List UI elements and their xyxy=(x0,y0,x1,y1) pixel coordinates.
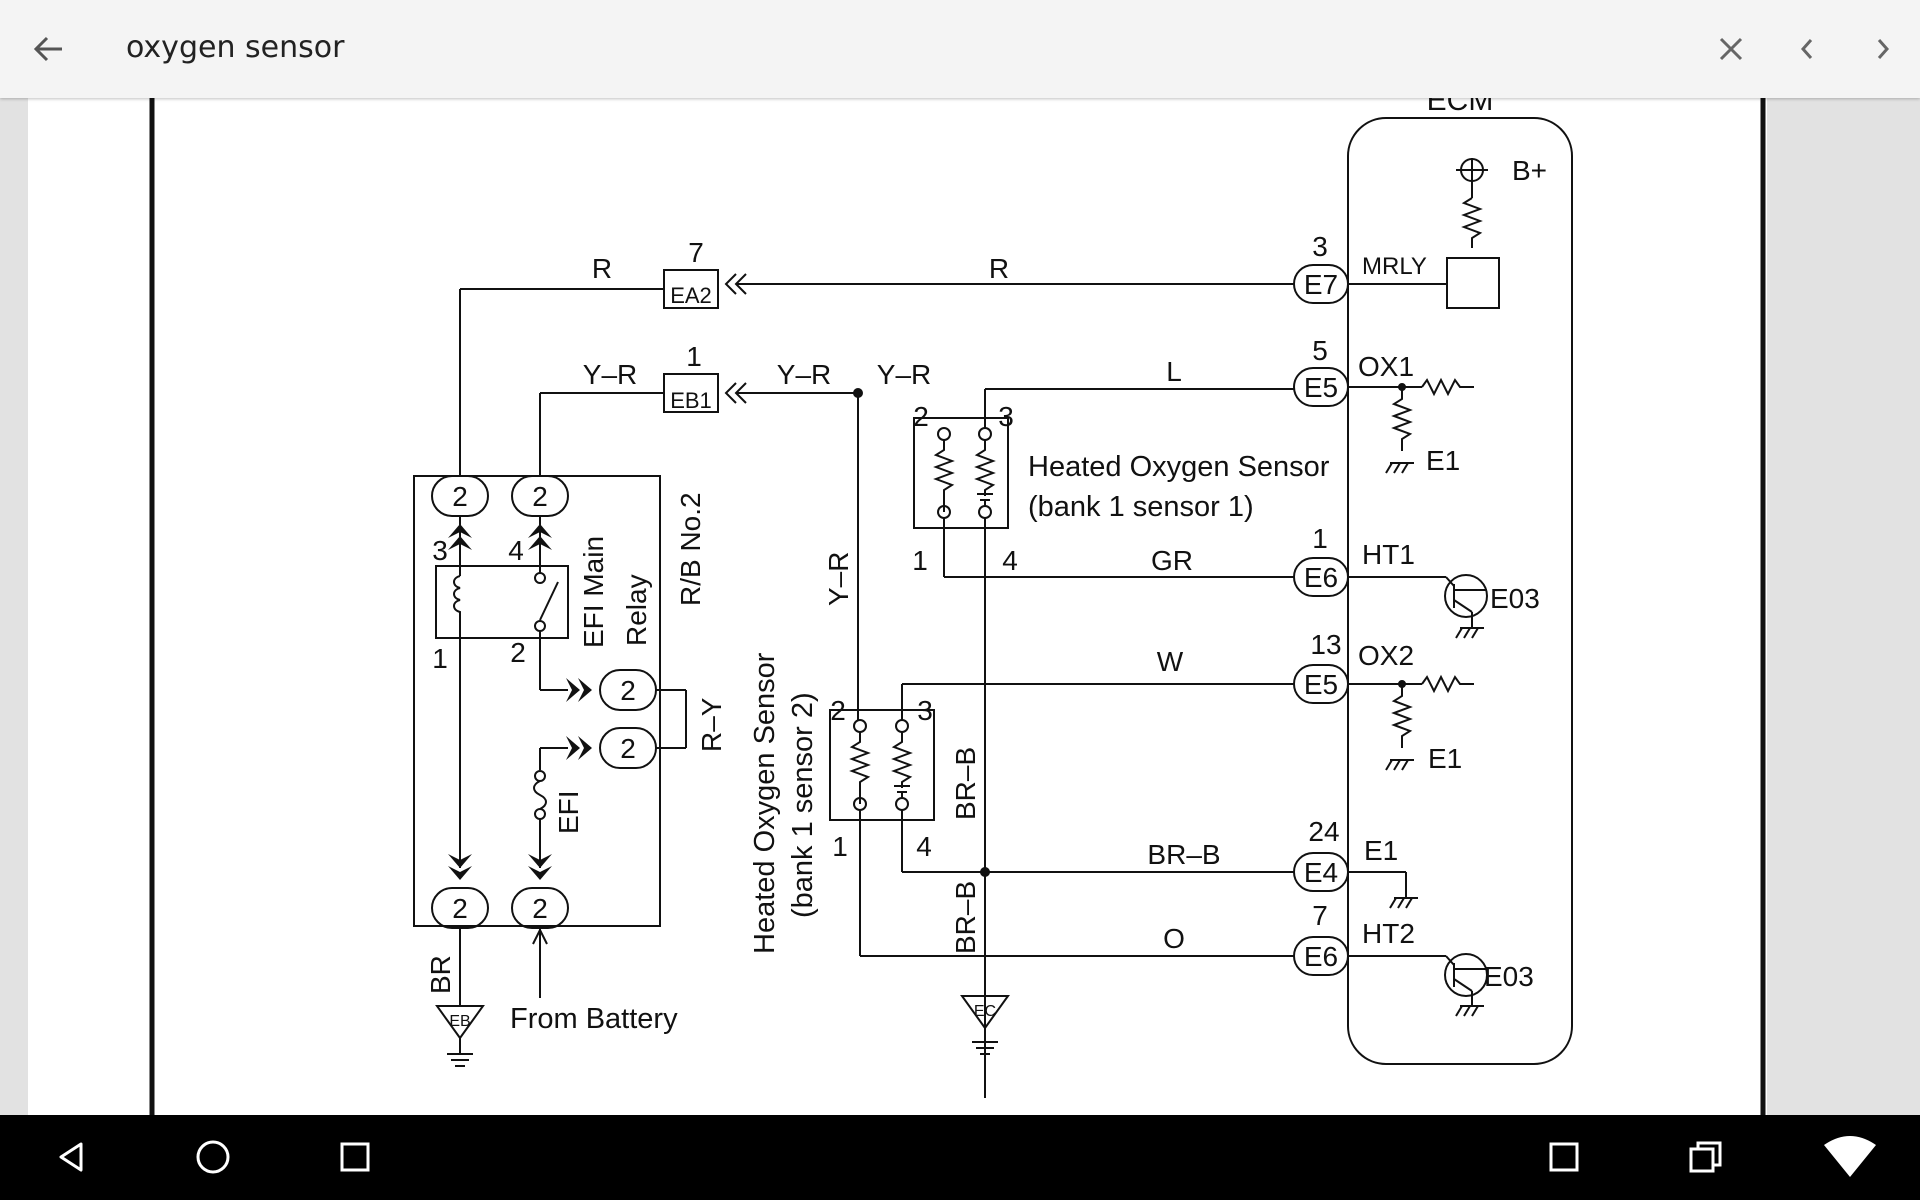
close-icon xyxy=(1719,37,1743,61)
wire-o: O xyxy=(1163,923,1185,954)
wire-yr-left: Y–R xyxy=(583,359,637,390)
e1-label-2: E1 xyxy=(1428,743,1462,774)
pin-e7-num: 3 xyxy=(1312,231,1328,262)
wire-w: W xyxy=(1157,646,1184,677)
e03-label-1: E03 xyxy=(1490,583,1540,614)
pin-e5a: E5 xyxy=(1304,372,1338,403)
find-toolbar: oxygen sensor xyxy=(0,0,1920,98)
relay-label-line2: Relay xyxy=(621,574,652,646)
pin-e6b: E6 xyxy=(1304,941,1338,972)
close-search-button[interactable] xyxy=(1704,22,1758,76)
sensor1-line1: Heated Oxygen Sensor xyxy=(1028,451,1330,483)
sensor2-line2: (bank 1 sensor 2) xyxy=(787,692,819,918)
relay-pin3: 3 xyxy=(432,535,448,566)
document-viewer[interactable]: ECM B+ MRLY OX1 E1 HT1 E03 OX2 E1 E1 HT2… xyxy=(0,98,1920,1115)
nav-back-icon xyxy=(59,1142,83,1172)
wire-yr-vertical: Y–R xyxy=(823,552,854,606)
b-plus-label: B+ xyxy=(1512,155,1547,186)
mrly-label: MRLY xyxy=(1362,253,1427,280)
s2-pin3: 3 xyxy=(917,695,933,726)
wifi-status xyxy=(1820,1127,1880,1187)
ht2-label: HT2 xyxy=(1362,918,1415,949)
s2-pin4: 4 xyxy=(916,831,932,862)
pin-e6a-num: 1 xyxy=(1312,523,1328,554)
ox2-label: OX2 xyxy=(1358,640,1414,671)
pin-e4: E4 xyxy=(1304,857,1338,888)
e1-label-3: E1 xyxy=(1364,835,1398,866)
wire-gr: GR xyxy=(1151,545,1193,576)
terminal-2-e: 2 xyxy=(452,893,468,924)
search-query-text[interactable]: oxygen sensor xyxy=(126,30,345,65)
conn-eb1-num: 1 xyxy=(686,341,702,372)
efi-fuse-label: EFI xyxy=(553,790,584,834)
wire-r-right: R xyxy=(989,253,1009,284)
s1-pin4: 4 xyxy=(1002,545,1018,576)
relay-pin1: 1 xyxy=(432,643,448,674)
terminal-2-d: 2 xyxy=(620,733,636,764)
s2-pin1: 1 xyxy=(832,831,848,862)
conn-eb1: EB1 xyxy=(670,388,712,413)
next-match-button[interactable] xyxy=(1856,22,1910,76)
relay-pin2: 2 xyxy=(510,637,526,668)
s1-pin2: 2 xyxy=(913,401,929,432)
system-navigation-bar xyxy=(0,1115,1920,1200)
ox1-label: OX1 xyxy=(1358,351,1414,382)
s1-pin3: 3 xyxy=(998,401,1014,432)
s1-pin1: 1 xyxy=(912,545,928,576)
e1-label-1: E1 xyxy=(1426,445,1460,476)
chevron-left-icon xyxy=(1800,39,1813,59)
wifi-icon xyxy=(1824,1136,1876,1177)
pin-e6b-num: 7 xyxy=(1312,900,1328,931)
chevron-right-icon xyxy=(1877,39,1890,59)
relay-label-line1: EFI Main xyxy=(578,536,609,648)
ht1-label: HT1 xyxy=(1362,539,1415,570)
pin-e5a-num: 5 xyxy=(1312,335,1328,366)
wire-brb-horizontal: BR–B xyxy=(1147,839,1220,870)
from-battery-label: From Battery xyxy=(510,1003,678,1035)
nav-home-icon xyxy=(196,1140,230,1174)
pin-e5b: E5 xyxy=(1304,669,1338,700)
conn-ea2: EA2 xyxy=(670,283,712,308)
wire-yr-mid1: Y–R xyxy=(777,359,831,390)
terminal-2-b: 2 xyxy=(532,481,548,512)
nav-home-button[interactable] xyxy=(183,1127,243,1187)
wire-ry: R–Y xyxy=(696,697,727,752)
wire-r-left: R xyxy=(592,253,612,284)
e03-label-2: E03 xyxy=(1484,961,1534,992)
wire-brb-vertical-2: BR–B xyxy=(950,881,981,954)
wiring-diagram: ECM B+ MRLY OX1 E1 HT1 E03 OX2 E1 E1 HT2… xyxy=(149,98,1766,1115)
square-icon xyxy=(1549,1142,1579,1172)
pin-e7: E7 xyxy=(1304,269,1338,300)
wire-yr-mid2: Y–R xyxy=(877,359,931,390)
wire-brb-vertical-1: BR–B xyxy=(950,747,981,820)
pin-e4-num: 24 xyxy=(1308,816,1339,847)
pin-e5b-num: 13 xyxy=(1310,629,1341,660)
wire-br: BR xyxy=(425,955,456,994)
terminal-2-c: 2 xyxy=(620,675,636,706)
nav-recents-button[interactable] xyxy=(325,1127,385,1187)
arrow-left-icon xyxy=(33,36,62,62)
pin-e6a: E6 xyxy=(1304,562,1338,593)
ground-ec-label: EC xyxy=(974,1003,996,1020)
multiwindow-icon xyxy=(1689,1141,1722,1173)
terminal-2-a: 2 xyxy=(452,481,468,512)
terminal-2-f: 2 xyxy=(532,893,548,924)
fullscreen-button[interactable] xyxy=(1534,1127,1594,1187)
document-page: ECM B+ MRLY OX1 E1 HT1 E03 OX2 E1 E1 HT2… xyxy=(28,98,1767,1115)
s2-pin2: 2 xyxy=(830,695,846,726)
back-button[interactable] xyxy=(22,22,76,76)
wire-l: L xyxy=(1166,356,1182,387)
nav-back-button[interactable] xyxy=(42,1127,102,1187)
relay-pin4: 4 xyxy=(508,535,524,566)
sensor1-line2: (bank 1 sensor 1) xyxy=(1028,491,1254,523)
rb-no2-label: R/B No.2 xyxy=(675,492,706,606)
previous-match-button[interactable] xyxy=(1780,22,1834,76)
multiwindow-button[interactable] xyxy=(1676,1127,1736,1187)
sensor2-line1: Heated Oxygen Sensor xyxy=(749,652,781,954)
conn-ea2-num: 7 xyxy=(688,237,704,268)
ground-eb-label: EB xyxy=(449,1013,470,1030)
nav-recents-icon xyxy=(340,1142,370,1172)
ecm-label: ECM xyxy=(1427,98,1494,117)
